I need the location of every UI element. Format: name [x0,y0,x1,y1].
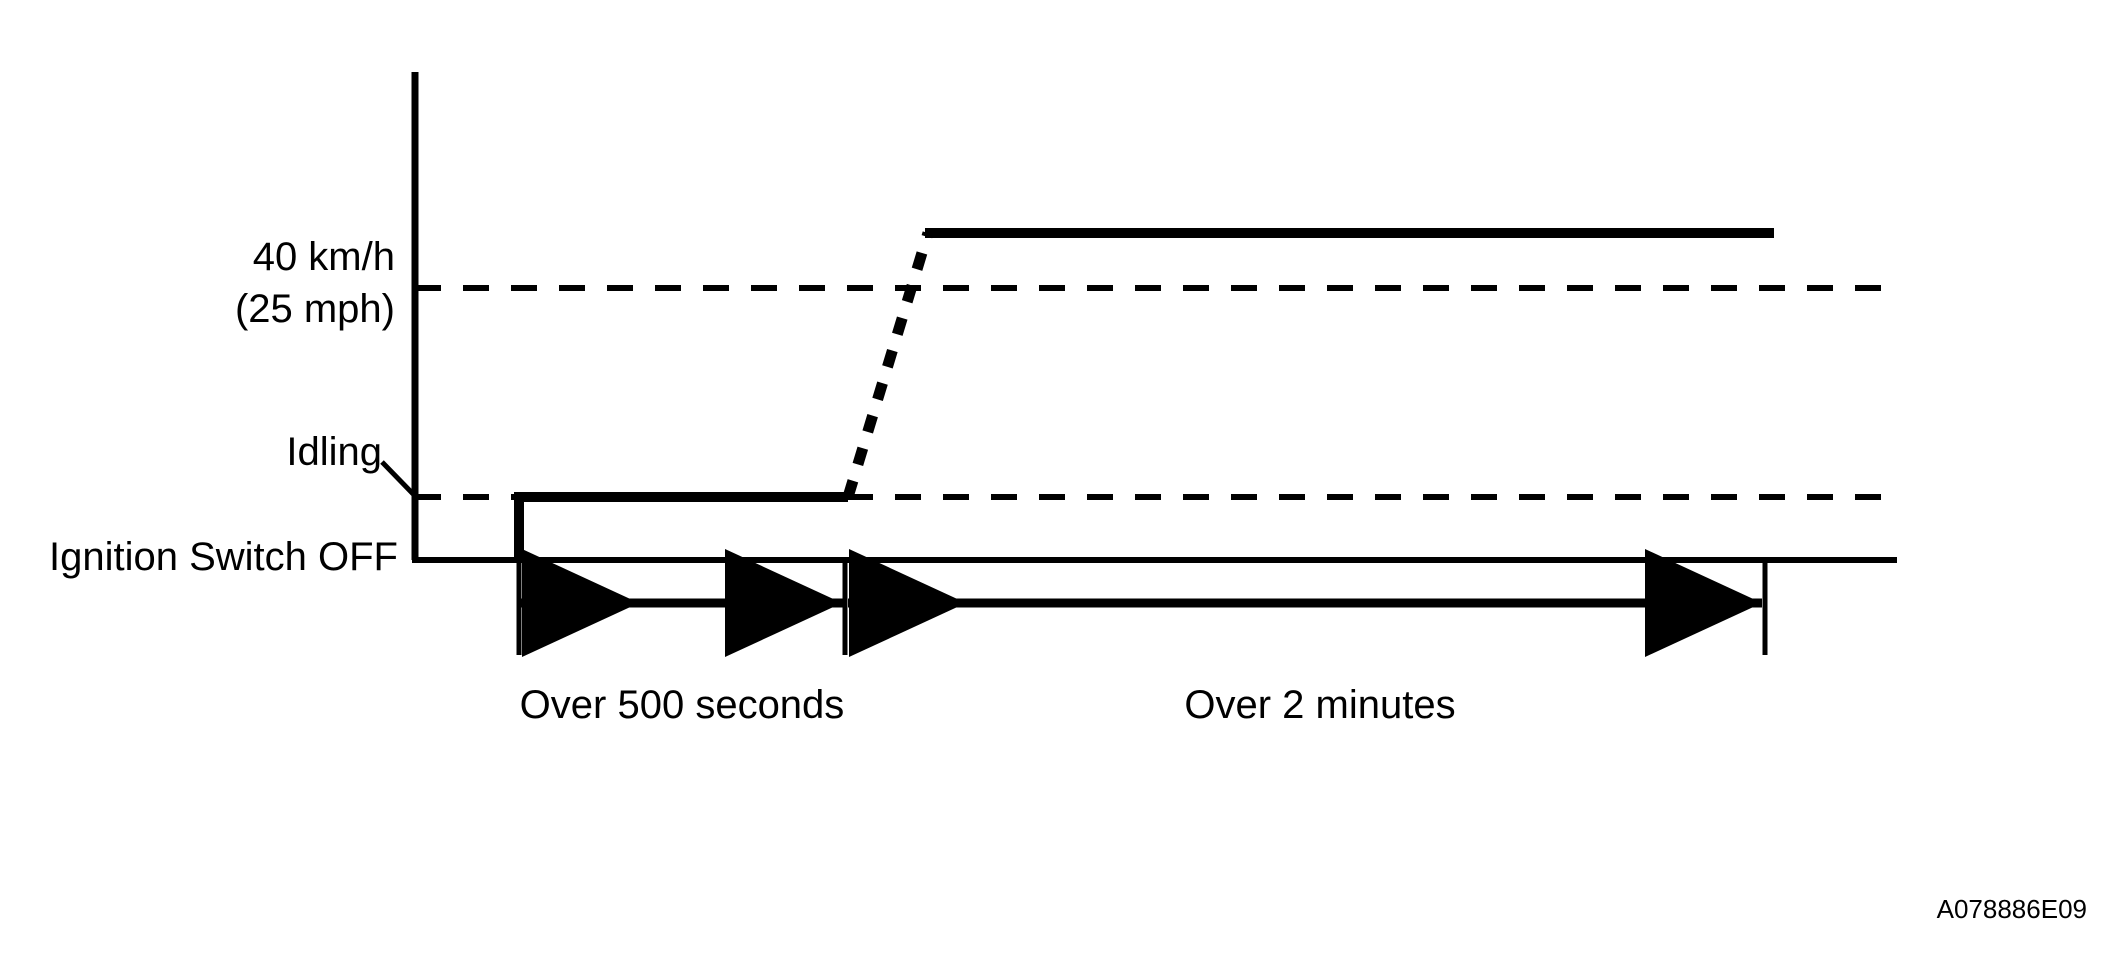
label-phase-two-duration: Over 2 minutes [1184,683,1455,727]
duration-labels-group: Over 500 seconds Over 2 minutes [520,683,1456,727]
label-speed-secondary: (25 mph) [235,287,395,331]
signal-trace-group [514,228,1774,562]
axes-group [411,72,1897,563]
idling-leader-line [380,460,419,500]
signal-ignition-to-idle [514,492,848,562]
label-ignition-switch-off: Ignition Switch OFF [49,535,398,579]
label-speed-primary: 40 km/h [253,235,395,279]
label-idling: Idling [286,430,382,474]
gridlines-group [415,285,1897,500]
figure-reference-code: A078886E09 [1937,894,2087,924]
signal-acceleration-ramp [842,231,934,499]
y-axis-labels-group: 40 km/h (25 mph) Idling Ignition Switch … [49,235,398,579]
label-phase-one-duration: Over 500 seconds [520,683,845,727]
